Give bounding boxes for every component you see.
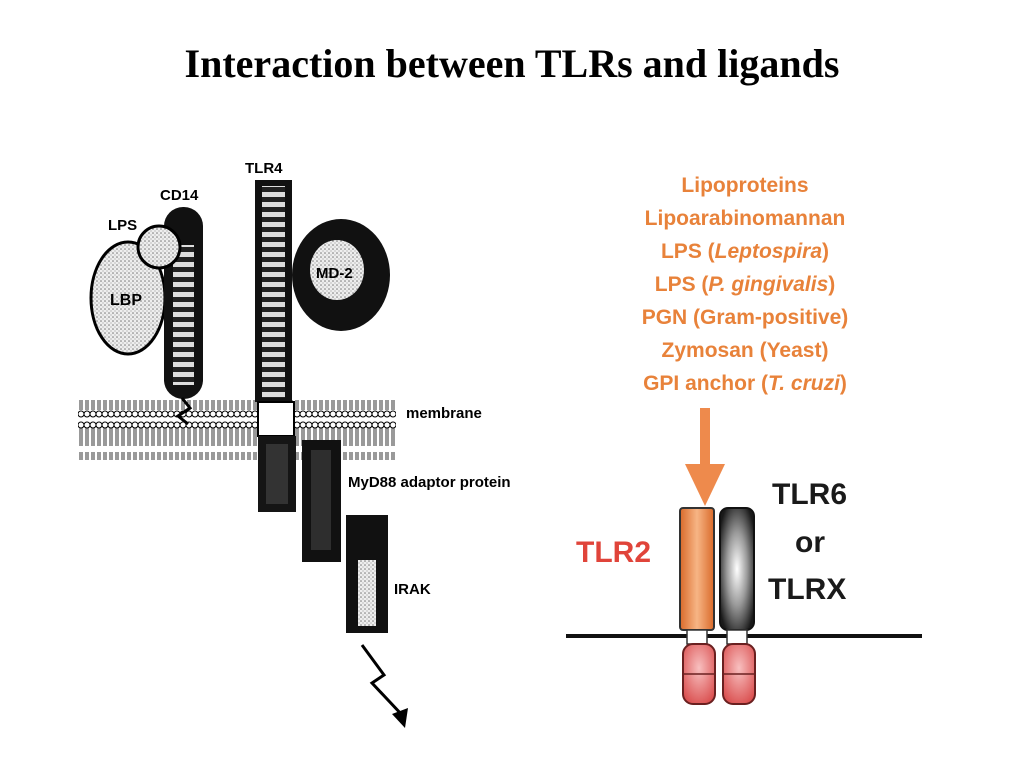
tlr2-shape bbox=[679, 507, 715, 631]
ligand-item: Zymosan (Yeast) bbox=[662, 339, 829, 362]
tlr4-label: TLR4 bbox=[245, 160, 283, 177]
signal-arrow bbox=[360, 644, 405, 718]
irak-label: IRAK bbox=[394, 581, 431, 598]
myd88-texture bbox=[311, 450, 331, 550]
tlr6-shape bbox=[719, 507, 755, 631]
tlr4-ladder bbox=[262, 186, 285, 398]
ligand-arrow bbox=[685, 408, 725, 506]
membrane-bilayer bbox=[78, 400, 396, 460]
cd14-label: CD14 bbox=[160, 187, 199, 204]
ligand-item: LPS (P. gingivalis) bbox=[655, 273, 836, 296]
tlr6-transmembrane bbox=[726, 629, 748, 645]
tlr4-cyto-texture bbox=[266, 444, 288, 504]
membrane-label: membrane bbox=[406, 405, 482, 422]
irak-inner bbox=[358, 560, 376, 626]
ligand-item: GPI anchor (T. cruzi) bbox=[643, 372, 847, 395]
ligand-arrow-shaft bbox=[700, 408, 710, 468]
ligand-item: PGN (Gram-positive) bbox=[642, 306, 849, 329]
tlr2-label: TLR2 bbox=[576, 536, 651, 569]
ligand-arrow-head bbox=[685, 464, 725, 506]
slide-title: Interaction between TLRs and ligands bbox=[184, 41, 840, 86]
tlr4-transmembrane bbox=[257, 401, 295, 437]
signal-arrowhead bbox=[392, 708, 408, 728]
tlr6-label-line1: TLR6 bbox=[772, 478, 847, 511]
left-diagram: TLR4 CD14 LPS LBP MD-2 membrane MyD88 ad… bbox=[78, 160, 511, 728]
lps-label: LPS bbox=[108, 217, 137, 234]
ligand-item: Lipoarabinomannan bbox=[645, 207, 846, 230]
lbp-label: LBP bbox=[110, 292, 142, 309]
lps-shape bbox=[136, 224, 182, 270]
md2-label: MD-2 bbox=[316, 265, 353, 282]
ligand-item: Lipoproteins bbox=[681, 174, 808, 197]
md2-inner bbox=[310, 240, 364, 300]
cd14-anchor bbox=[175, 397, 193, 426]
myd88-label: MyD88 adaptor protein bbox=[348, 474, 511, 491]
tlr2-transmembrane bbox=[686, 629, 708, 645]
cd14-ladder bbox=[173, 245, 194, 385]
tlr6-label-line3: TLRX bbox=[768, 573, 846, 606]
tlr6-label-line2: or bbox=[795, 526, 825, 559]
ligand-item: LPS (Leptospira) bbox=[661, 240, 829, 263]
